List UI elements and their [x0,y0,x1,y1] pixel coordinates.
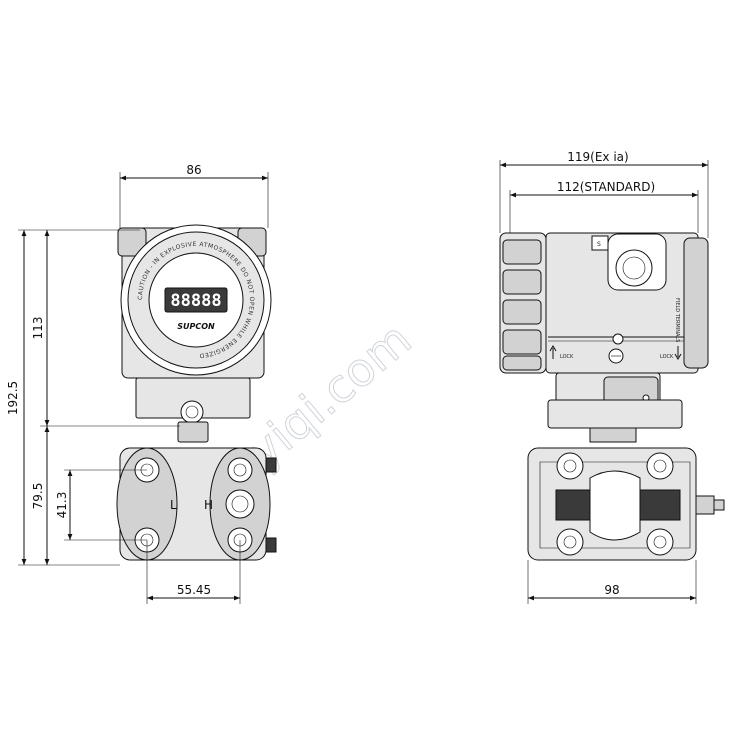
side-flange-window [589,470,641,541]
vent-plug-bottom [265,537,277,553]
lock-screw-top [612,333,624,345]
high-side-label: H [204,498,213,512]
dim-119-ex-ia: 119(Ex ia) [567,150,628,164]
lcd-display [164,287,228,313]
dim-113: 113 [31,317,45,340]
side-bolt-br [646,528,674,556]
s-mark-box [591,235,609,251]
front-adapter [177,421,209,443]
dim-79-5: 79.5 [31,483,45,510]
brand-logo: SUPCON [177,322,215,331]
lcd-digits: 88888 [170,291,221,311]
low-side-label: L [170,498,177,512]
bolt-high-top [227,457,253,483]
high-side-port [225,489,255,519]
lock-left-label: LOCK [560,354,574,360]
dim-41-3: 41.3 [55,492,69,519]
side-vent-body [695,495,715,515]
conduit-ring [615,249,653,287]
side-bolt-tl [556,452,584,480]
lock-right-label: LOCK [660,354,674,360]
lock-right-arrow [674,346,682,360]
dim-86: 86 [186,163,201,177]
side-bolt-bl [556,528,584,556]
lock-left-arrow [549,345,557,359]
front-left-lug [117,227,147,257]
dim-112-standard: 112(STANDARD) [557,180,655,194]
side-view: S FIELD TERMINALS LOCK LOCK [499,150,725,604]
dim-192-5: 192.5 [6,381,20,415]
front-neck-screw [180,400,204,424]
side-rear-cover [683,237,709,369]
field-terminals-label: FIELD TERMINALS [674,298,680,342]
vent-plug-top [265,457,277,473]
side-adapter [589,427,637,443]
dim-98: 98 [604,583,619,597]
s-mark: S [597,241,601,248]
dim-55-45: 55.45 [177,583,211,597]
side-lower-neck [547,399,683,429]
side-bolt-tr [646,452,674,480]
front-view: CAUTION - IN EXPLOSIVE ATMOSPHERE DO NOT… [6,163,277,604]
